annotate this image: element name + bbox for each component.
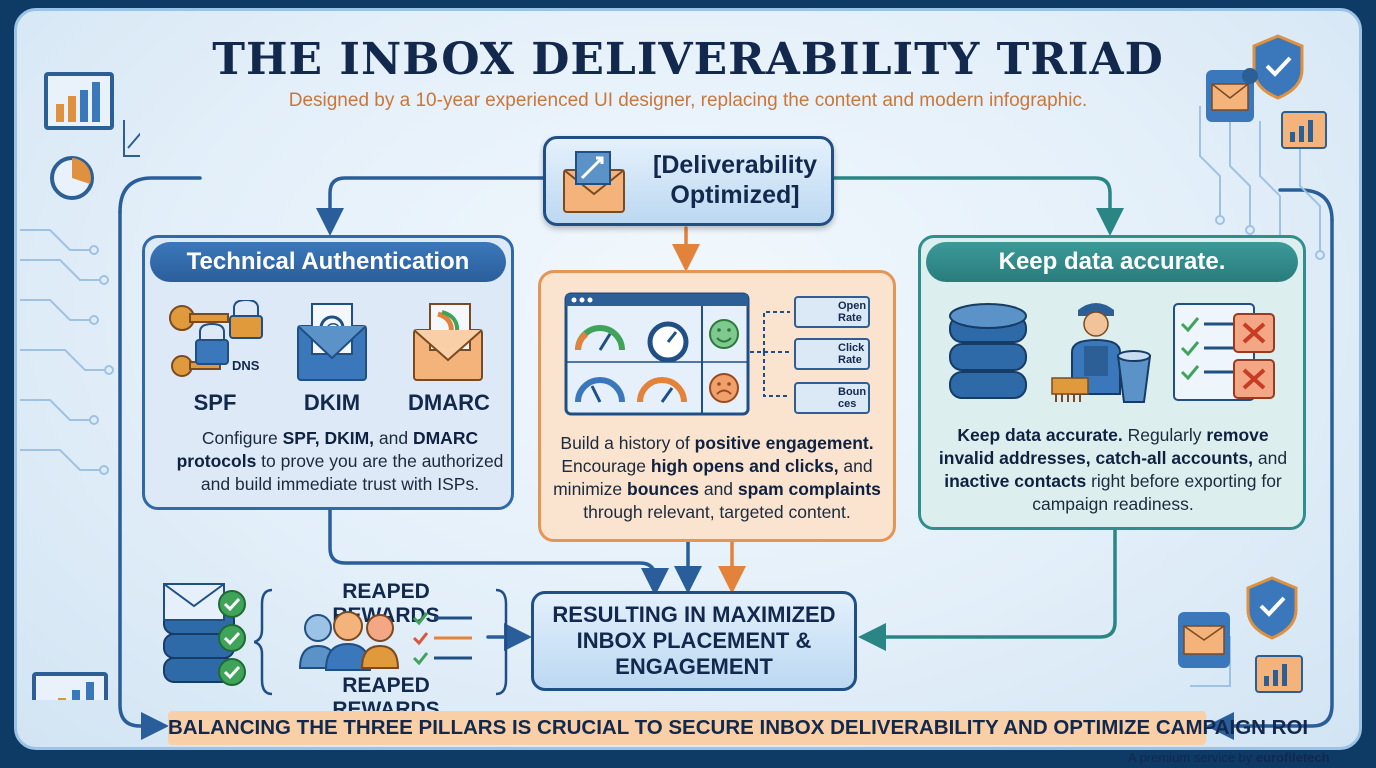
text-segment: Configure: [201, 428, 283, 448]
result-label: RESULTING IN MAXIMIZED INBOX PLACEMENT &…: [552, 602, 836, 679]
mail-check-icon-top: [1206, 68, 1258, 122]
text-segment: and minimize: [553, 456, 873, 499]
hub-label: [Deliverability Optimized]: [653, 151, 817, 209]
metric-open-rate: [794, 296, 870, 328]
mail-icon-bottom: [1178, 612, 1230, 668]
technical-description: Configure SPF, DKIM, and DMARC protocols…: [170, 427, 510, 496]
technical-heading: Technical Authentication: [150, 242, 506, 282]
growth-chart-icon-top: [1281, 111, 1327, 149]
spf-label: SPF: [193, 390, 237, 415]
text-segment: bounces: [627, 479, 699, 499]
database-icon: [949, 303, 1027, 399]
metric-icons-overlay: [800, 300, 830, 400]
result-box: [531, 591, 857, 691]
dkim-mail-icon: @: [297, 303, 367, 381]
text-segment: right before exporting for campaign read…: [1032, 471, 1282, 514]
arrow-hub-to-data: [832, 176, 1124, 236]
mail-rocket-icon: [563, 151, 625, 213]
text-segment: through relevant, targeted content.: [583, 502, 851, 522]
keys-lock-icon: [169, 300, 263, 377]
page-title: THE INBOX DELIVERABILITY TRIAD: [212, 34, 1164, 85]
text-segment: to prove you are the authorized and buil…: [200, 451, 504, 494]
magnifier-pie-icon: [50, 156, 94, 200]
data-quality-heading: Keep data accurate.: [926, 242, 1298, 282]
footer-prefix: A premium service by: [1128, 750, 1256, 765]
line-chart-icon-top: [123, 120, 140, 157]
rewards-bracket: [254, 588, 508, 696]
footer-brand: eurofiletech: [1255, 750, 1330, 765]
right-circuit-decoration: [1178, 34, 1327, 693]
checklist-x-icon: [1173, 303, 1275, 401]
left-circuit-decoration: [20, 72, 140, 700]
database-mail-check-icon: [163, 583, 246, 686]
metric-bounces-label: Boun ces: [838, 386, 867, 410]
loop-left-top: [118, 176, 202, 214]
text-segment: inactive contacts: [944, 471, 1087, 491]
text-segment: spam complaints: [737, 479, 881, 499]
footer-credit: A premium service by eurofiletech: [1128, 750, 1368, 765]
arrow-data-to-result: [858, 528, 1117, 651]
metric-click-rate-label: Click Rate: [838, 342, 865, 366]
dmarc-mail-icon: [413, 303, 483, 381]
text-segment: SPF, DKIM,: [282, 428, 375, 448]
dns-label: DNS: [232, 358, 260, 373]
bottom-banner: BALANCING THE THREE PILLARS IS CRUCIAL T…: [168, 711, 1308, 745]
happy-audience-icon: [298, 611, 472, 671]
arrow-technical-to-result: [328, 508, 669, 596]
text-segment: and: [698, 479, 738, 499]
shield-check-icon-bottom: [1246, 576, 1298, 640]
bar-chart-icon-bottom: [32, 672, 108, 700]
dmarc-label: DMARC: [408, 390, 490, 415]
dkim-label: DKIM: [303, 390, 361, 415]
arrow-left-loop: [118, 210, 169, 740]
text-segment: high opens and clicks,: [650, 456, 839, 476]
text-segment: Keep data accurate.: [957, 425, 1123, 445]
bar-chart-icon-top: [44, 72, 114, 130]
text-segment: positive engagement.: [694, 433, 874, 453]
growth-chart-icon-bottom: [1255, 655, 1303, 693]
metric-bounces: [794, 382, 870, 414]
arrow-hub-to-technical: [316, 176, 545, 236]
metric-click-rate: [794, 338, 870, 370]
text-segment: Encourage: [561, 456, 651, 476]
text-segment: Build a history of: [560, 433, 695, 453]
data-quality-description: Keep data accurate. Regularly remove inv…: [928, 424, 1298, 516]
engagement-description: Build a history of positive engagement. …: [545, 432, 889, 524]
text-segment: and: [1253, 448, 1288, 468]
arrow-right-loop: [1206, 218, 1334, 740]
text-segment: DMARC protocols: [176, 428, 479, 471]
loop-right-top: [1278, 188, 1334, 222]
text-segment: Regularly: [1122, 425, 1207, 445]
text-segment: remove invalid addresses, catch-all acco…: [938, 425, 1269, 468]
data-cleaner-person-icon: [1051, 303, 1152, 403]
metric-open-rate-label: Open Rate: [838, 300, 867, 324]
page-subtitle: Designed by a 10-year experienced UI des…: [288, 90, 1088, 111]
text-segment: and: [374, 428, 413, 448]
